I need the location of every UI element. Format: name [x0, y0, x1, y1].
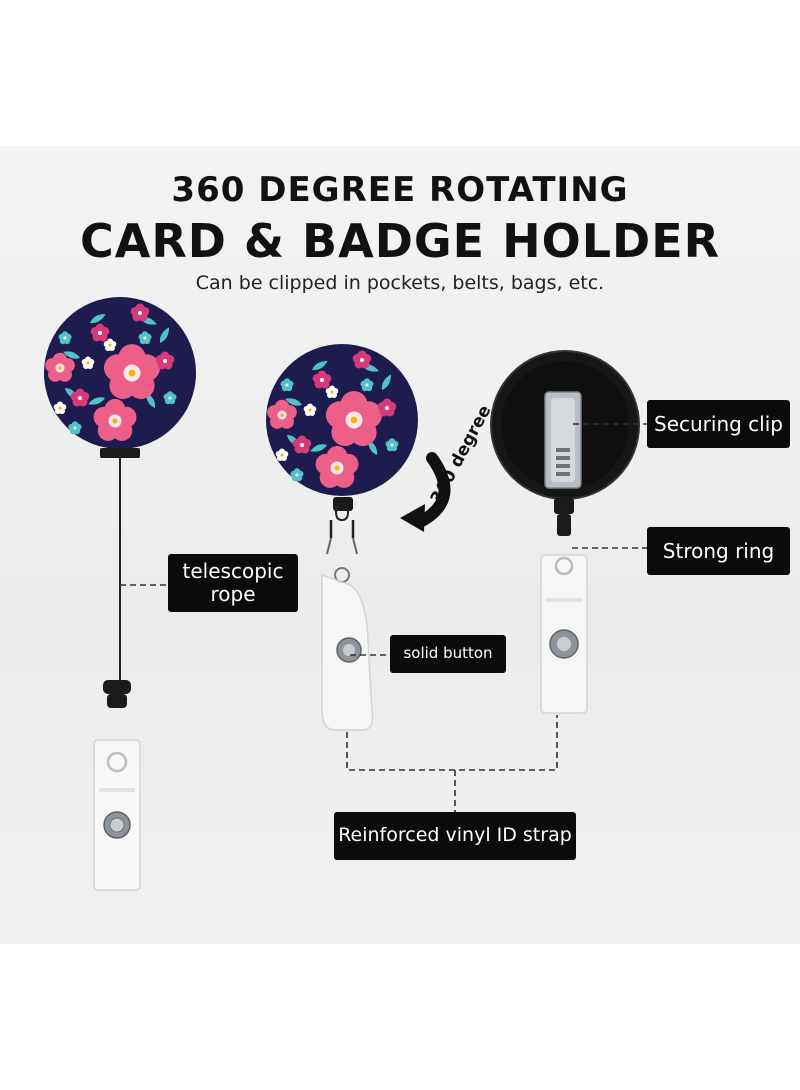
telescopic-label-line2: rope: [210, 582, 256, 606]
subtitle: Can be clipped in pockets, belts, bags, …: [195, 272, 605, 294]
right-reel: [490, 350, 640, 714]
telescopic-label-line1: telescopic: [182, 559, 284, 583]
rotation-label: 360 degree: [427, 402, 496, 507]
telescopic-rope-label: telescopic rope: [168, 554, 298, 612]
title-line-1: 360 DEGREE ROTATING: [171, 170, 629, 210]
center-reel: [266, 344, 451, 731]
left-reel: [44, 297, 196, 891]
securing-clip-label: Securing clip: [647, 400, 790, 448]
title-line-2: CARD & BADGE HOLDER: [79, 214, 721, 268]
strong-ring-label: Strong ring: [647, 527, 790, 575]
solid-button-label: solid button: [390, 635, 506, 673]
reinforced-strap-label: Reinforced vinyl ID strap: [334, 812, 576, 860]
leader-lines: [120, 423, 647, 812]
